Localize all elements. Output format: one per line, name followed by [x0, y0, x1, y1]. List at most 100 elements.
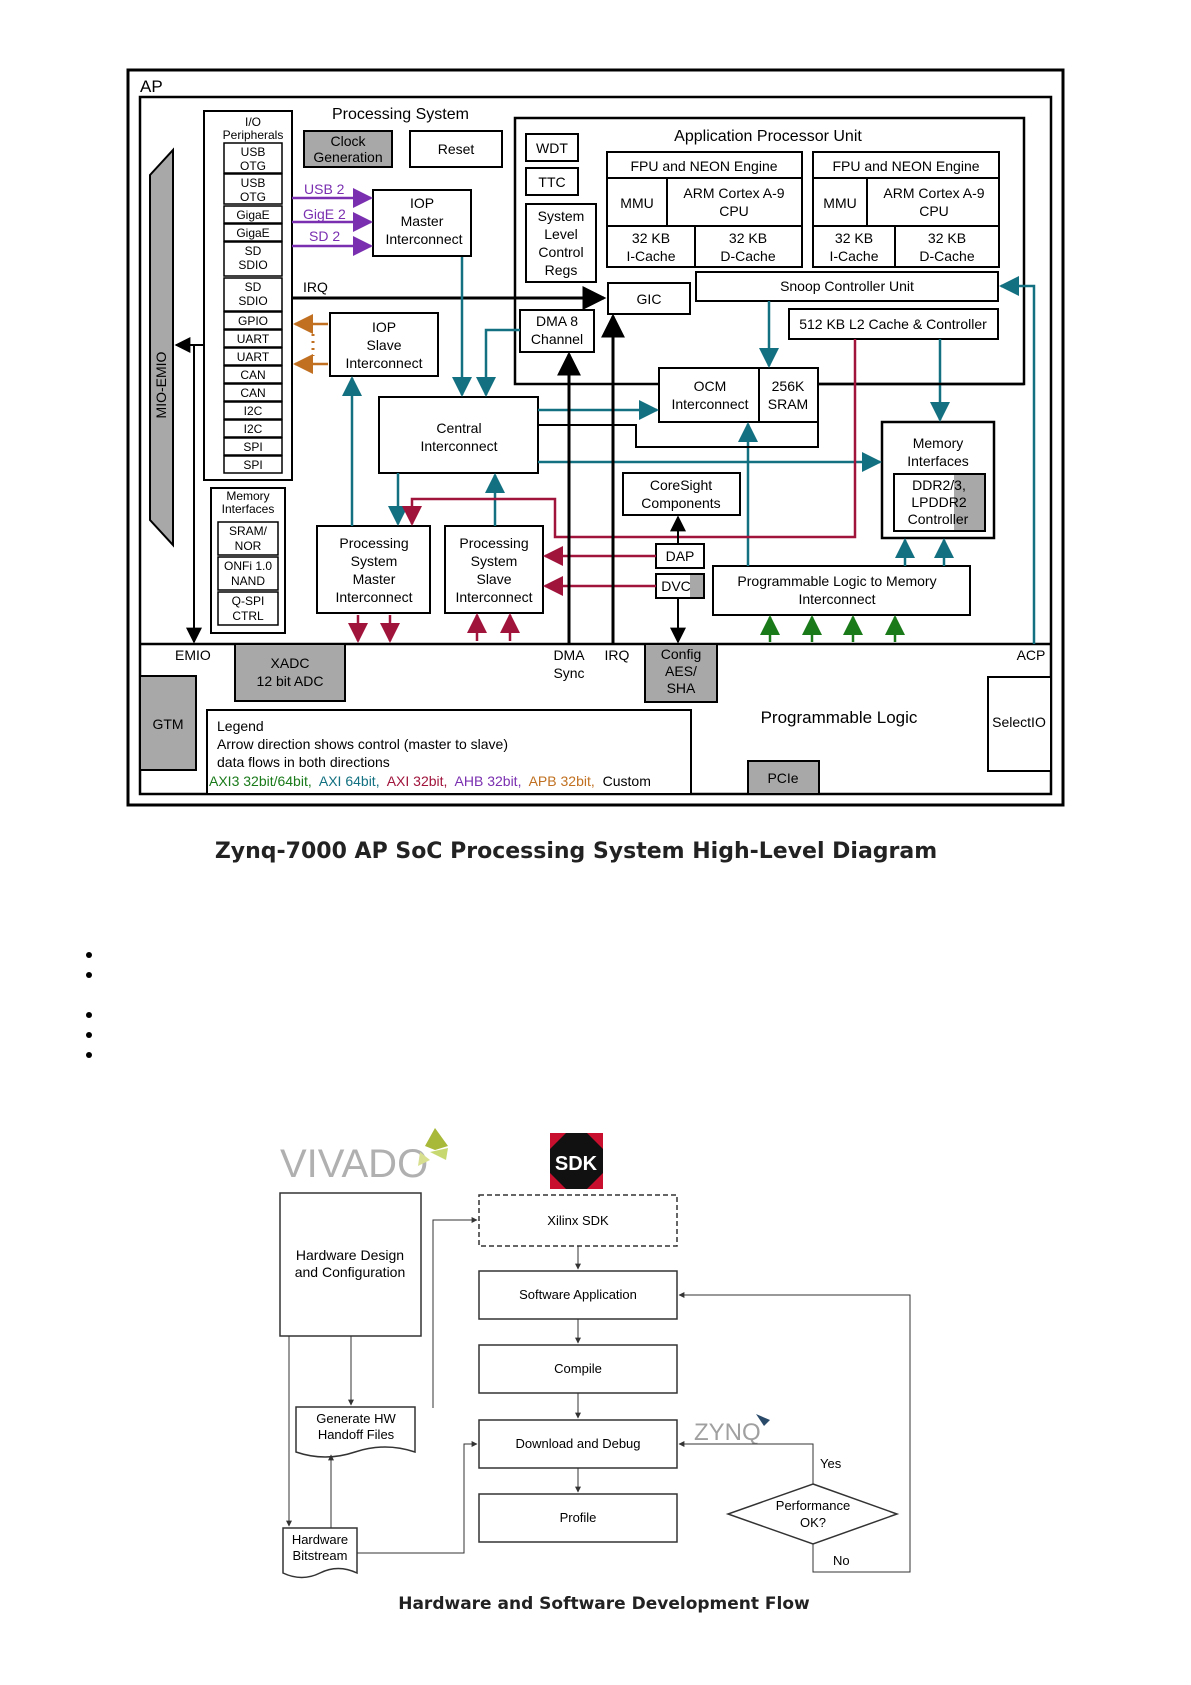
fpu-neon-label-1: FPU and NEON Engine [630, 158, 777, 174]
io-peripheral-label: SD [245, 280, 262, 294]
wdt-block [525, 133, 579, 162]
dma-sync-label-1: DMA [553, 647, 585, 663]
pl-mem-label-1: Programmable Logic to Memory [737, 573, 936, 589]
yes-label: Yes [820, 1456, 842, 1471]
io-peripheral-label: CAN [240, 386, 265, 400]
programmable-logic-label: Programmable Logic [761, 708, 918, 727]
sdk-logo: SDK [550, 1133, 603, 1189]
io-peripheral-cell [223, 401, 283, 420]
acp-label: ACP [1017, 647, 1046, 663]
xilinx-sdk-box [478, 1194, 678, 1247]
mem-right-label-1: Memory [913, 435, 964, 451]
iop-slave-block [329, 312, 439, 377]
central-interconnect-block [378, 396, 539, 474]
vivado-logo: VIVADO [280, 1142, 428, 1186]
profile-box [478, 1493, 678, 1543]
io-peripheral-cell [223, 329, 283, 348]
hw-design-label-2: and Configuration [295, 1264, 406, 1280]
clock-generation-label-1: Clock [330, 133, 366, 149]
io-peripheral-label: GigaE [236, 226, 269, 240]
pl-mem-interconnect-block [712, 565, 971, 616]
sdk-logo-text: SDK [555, 1153, 598, 1175]
slcr-label-1: System [538, 208, 585, 224]
gige2-label: GigE 2 [303, 206, 346, 222]
ap-label: AP [140, 77, 163, 96]
io-peripheral-cell [223, 365, 283, 384]
ps-master-label-1: Processing [339, 535, 408, 551]
gen-hw-doc [295, 1406, 416, 1458]
io-peripheral-cell [223, 347, 283, 366]
download-debug-label: Download and Debug [515, 1436, 640, 1451]
performance-diamond [725, 1483, 900, 1545]
l2-cache-block [788, 308, 999, 340]
gen-hw-label-2: Handoff Files [318, 1427, 395, 1442]
diagram-caption: Zynq-7000 AP SoC Processing System High-… [215, 839, 937, 864]
slcr-label-4: Regs [545, 262, 578, 278]
development-flow-diagram: VIVADO SDK Hardware Design and Configura… [279, 1128, 911, 1579]
legend-axi64: AXI 64bit, [319, 773, 380, 789]
legend-line-1: Arrow direction shows control (master to… [217, 736, 508, 752]
legend-custom: Custom [603, 773, 651, 789]
iop-master-label-3: Interconnect [385, 231, 462, 247]
reset-block [409, 130, 503, 168]
bullet-item [86, 1012, 92, 1018]
xadc-block [234, 643, 346, 702]
xadc-label-2: 12 bit ADC [257, 673, 324, 689]
gic-label: GIC [637, 291, 662, 307]
io-peripheral-cell [223, 173, 283, 205]
config-label-2: AES/ [665, 663, 697, 679]
memory-left-label: NOR [235, 539, 262, 553]
coresight-block [622, 472, 741, 516]
iop-master-label-1: IOP [410, 195, 434, 211]
ps-master-label-3: Master [353, 571, 396, 587]
legend-axi32: AXI 32bit, [387, 773, 448, 789]
mmu-label-2: MMU [823, 195, 856, 211]
usb2-label: USB 2 [304, 181, 345, 197]
hw-design-label-1: Hardware Design [296, 1247, 404, 1263]
io-peripheral-label: USB [241, 176, 266, 190]
gic-block [607, 282, 691, 315]
ps-slave-label-1: Processing [459, 535, 528, 551]
ocm-block [658, 367, 819, 423]
bullet-item [86, 1032, 92, 1038]
io-peripheral-label: UART [237, 332, 270, 346]
dcache-label-1b: D-Cache [720, 248, 775, 264]
mem-right-label-2: Interfaces [907, 453, 968, 469]
dcache-label-2a: 32 KB [928, 230, 966, 246]
bullet-item [86, 1052, 92, 1058]
mem-left-title-1: Memory [226, 489, 269, 503]
wdt-label: WDT [536, 140, 568, 156]
performance-label-1: Performance [776, 1498, 850, 1513]
io-peripheral-label: GPIO [238, 314, 268, 328]
selectio-label: SelectIO [992, 714, 1046, 730]
dcache-label-1a: 32 KB [729, 230, 767, 246]
ps-slave-label-3: Slave [476, 571, 511, 587]
io-peripheral-label: I2C [244, 422, 263, 436]
gtm-label: GTM [152, 716, 183, 732]
legend-box [206, 709, 692, 795]
ocm-label-2: Interconnect [671, 396, 748, 412]
iop-slave-label-1: IOP [372, 319, 396, 335]
dma-label-2: Channel [531, 331, 583, 347]
iop-slave-label-3: Interconnect [345, 355, 422, 371]
slcr-label-2: Level [544, 226, 577, 242]
clock-generation-label-2: Generation [313, 149, 382, 165]
vivado-logo-mark [418, 1128, 448, 1166]
io-peripheral-cell [223, 419, 283, 438]
io-peripheral-label: UART [237, 350, 270, 364]
io-peripheral-label: SDIO [238, 294, 267, 308]
pcie-block [747, 760, 820, 795]
compile-label: Compile [554, 1361, 602, 1376]
io-peripheral-label: OTG [240, 159, 266, 173]
config-block [644, 643, 718, 703]
io-peripheral-cell [223, 437, 283, 456]
dma-sync-label-2: Sync [553, 665, 584, 681]
io-peripheral-cell [223, 205, 283, 224]
mio-emio-block [149, 147, 174, 548]
gtm-block [139, 675, 197, 771]
io-peripheral-label: SDIO [238, 258, 267, 272]
ocm-label-1: OCM [694, 378, 727, 394]
ps-slave-label-4: Interconnect [455, 589, 532, 605]
